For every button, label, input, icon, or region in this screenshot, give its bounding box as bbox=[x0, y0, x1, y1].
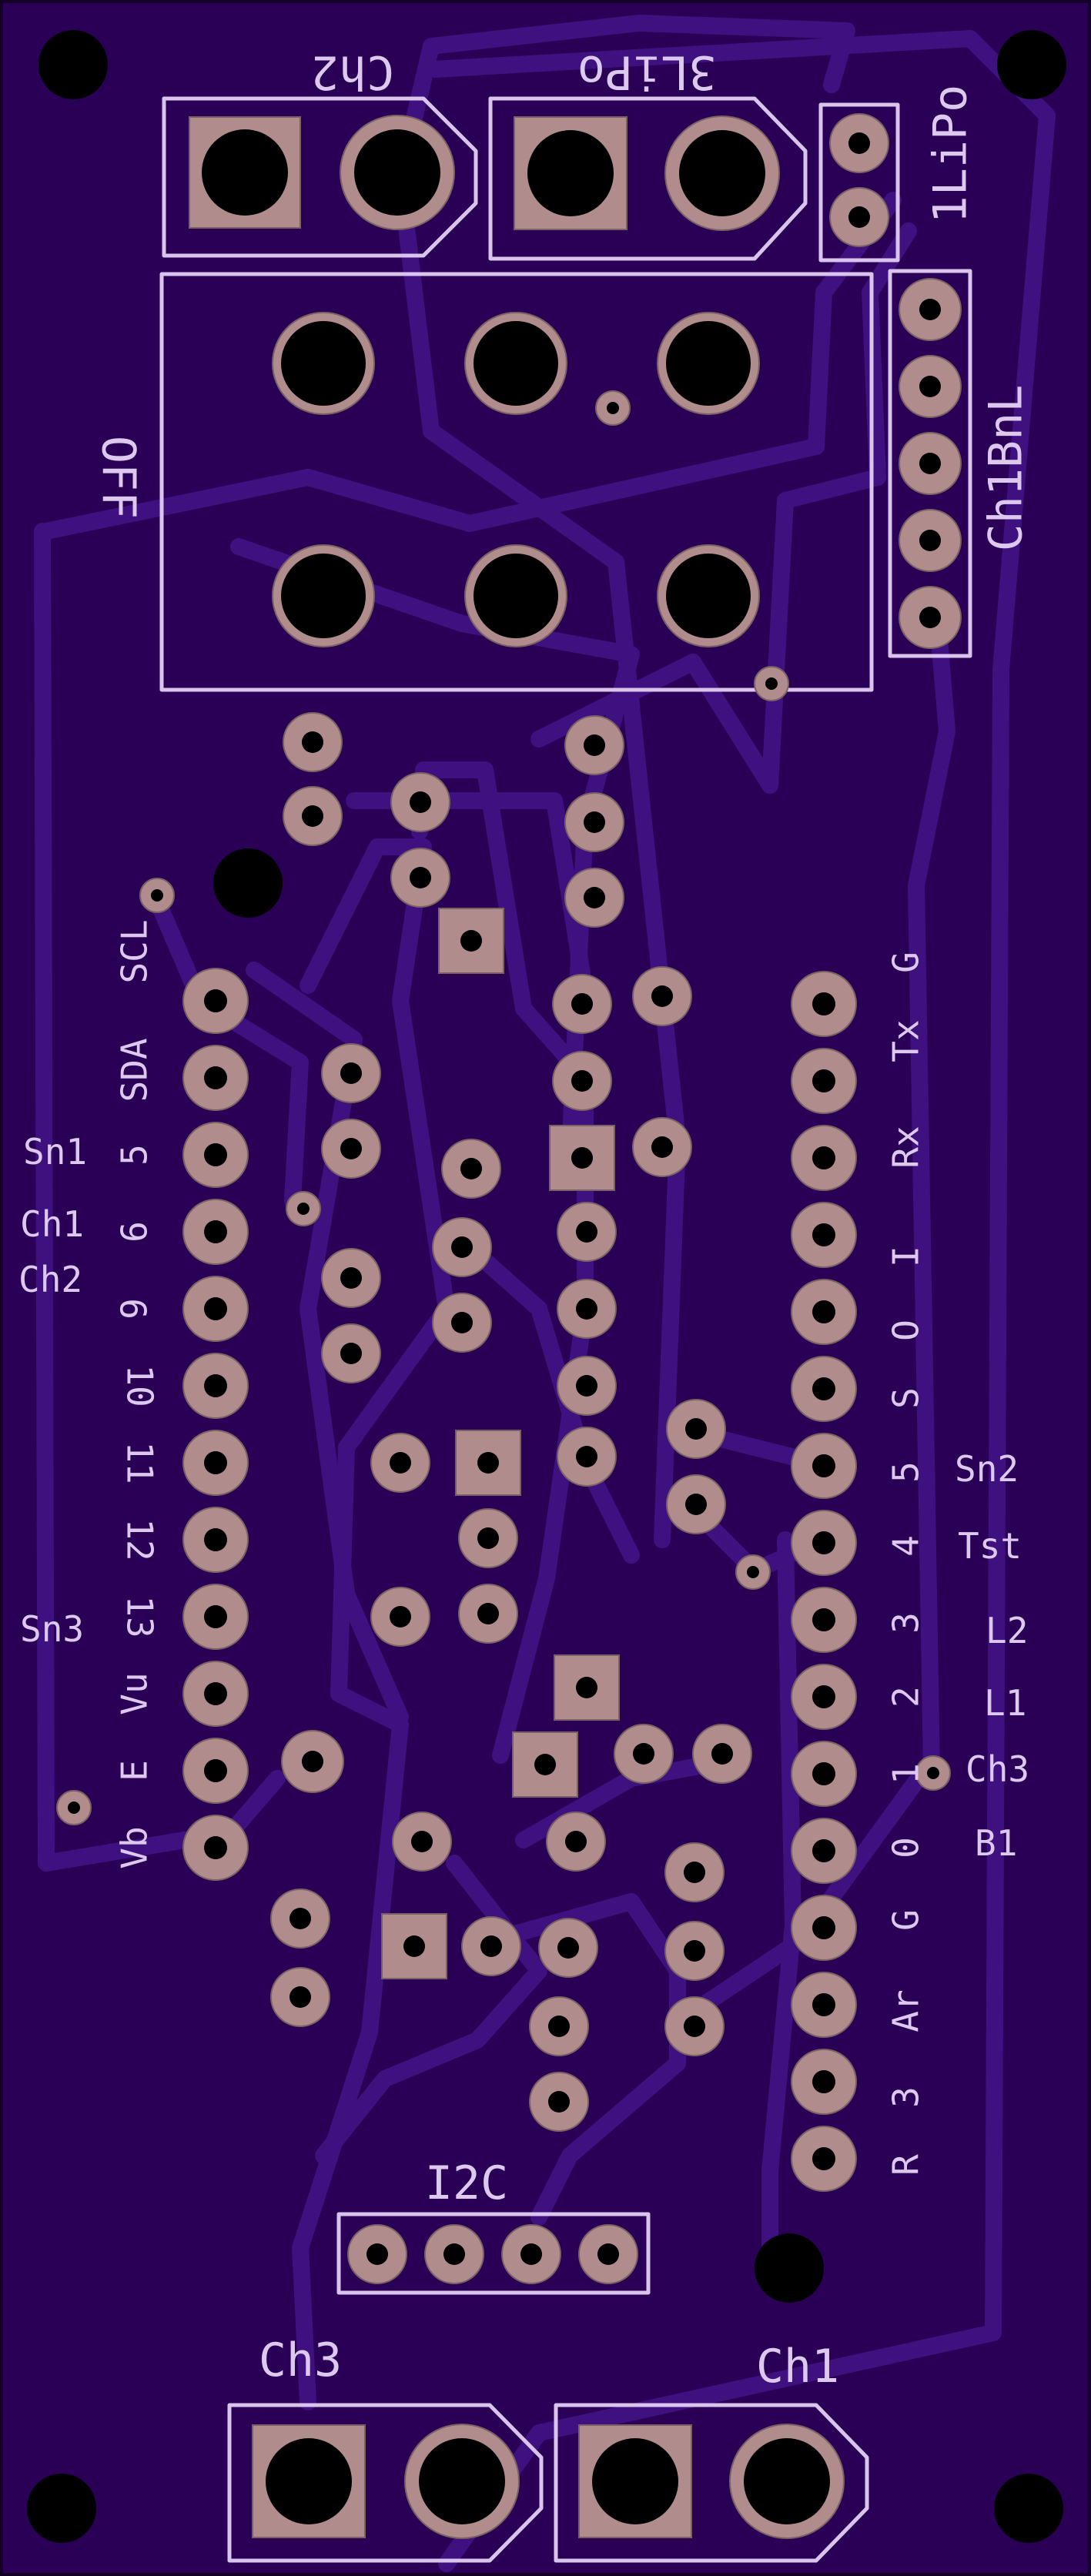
mounting-holes bbox=[27, 30, 1066, 2543]
label-r-right: R bbox=[885, 2154, 927, 2176]
label-o-right: O bbox=[885, 1320, 927, 1341]
ch2-connector bbox=[162, 96, 478, 258]
label-g-right: G bbox=[885, 952, 927, 973]
ch3-connector bbox=[227, 2403, 544, 2563]
label-e: E bbox=[114, 1760, 156, 1781]
label-ch1: Ch1 bbox=[756, 2340, 839, 2394]
label-ch2-side: Ch2 bbox=[18, 1259, 82, 1300]
silkscreen-labels: Ch2 3LiPo 1LiPo Ch1BnL OFF SCL SDA 5 6 9… bbox=[18, 45, 1033, 2394]
label-pin6-left: 6 bbox=[114, 1221, 156, 1243]
label-ar: Ar bbox=[885, 1989, 927, 2032]
three-lipo-connector bbox=[488, 96, 808, 261]
vias bbox=[56, 390, 951, 1825]
label-b1: B1 bbox=[975, 1822, 1017, 1864]
right-mcu-header bbox=[791, 971, 857, 2192]
label-rx: Rx bbox=[885, 1126, 927, 1168]
mounting-hole-bottom-right bbox=[994, 2474, 1063, 2543]
label-pin3-right: 3 bbox=[885, 1612, 927, 1634]
label-pin1-right: 1 bbox=[885, 1763, 927, 1785]
label-l1: L1 bbox=[984, 1682, 1026, 1724]
label-sn3: Sn3 bbox=[20, 1608, 84, 1650]
left-mcu-header bbox=[182, 968, 249, 1881]
power-switch bbox=[159, 272, 874, 692]
label-one-lipo: 1LiPo bbox=[924, 85, 978, 224]
label-ch1-side: Ch1 bbox=[20, 1203, 84, 1245]
label-ch1-bnl: Ch1BnL bbox=[979, 385, 1033, 552]
mounting-hole-mid-left bbox=[213, 848, 283, 918]
label-pin9-left: 9 bbox=[114, 1298, 156, 1320]
label-i2c: I2C bbox=[425, 2156, 508, 2210]
label-pin4-right: 4 bbox=[885, 1535, 927, 1557]
label-ch3-side: Ch3 bbox=[966, 1748, 1029, 1790]
mounting-hole-top-left bbox=[38, 30, 108, 99]
label-off: OFF bbox=[91, 436, 145, 519]
label-sda: SDA bbox=[114, 1038, 156, 1102]
label-ch3: Ch3 bbox=[259, 2333, 342, 2387]
label-pin2-right: 2 bbox=[885, 1686, 927, 1708]
mounting-hole-mid-right bbox=[755, 2233, 824, 2303]
label-i-right: I bbox=[885, 1246, 927, 1267]
one-lipo-header bbox=[818, 102, 900, 263]
label-vu: Vu bbox=[114, 1672, 156, 1715]
label-l2: L2 bbox=[986, 1610, 1028, 1651]
label-three-lipo: 3LiPo bbox=[577, 45, 717, 99]
label-ch2: Ch2 bbox=[311, 45, 394, 99]
label-tx: Tx bbox=[885, 1019, 927, 1062]
ch1-connector bbox=[554, 2403, 869, 2563]
label-pin0-right: 0 bbox=[885, 1837, 927, 1858]
label-sn2: Sn2 bbox=[955, 1448, 1019, 1490]
label-scl: SCL bbox=[114, 919, 156, 983]
component-pads bbox=[270, 712, 752, 2132]
mounting-hole-top-right bbox=[997, 30, 1066, 99]
label-pin11-left: 11 bbox=[119, 1441, 161, 1484]
label-g2-right: G bbox=[885, 1909, 927, 1931]
mounting-hole-bottom-left bbox=[27, 2474, 96, 2543]
label-s-right: S bbox=[885, 1387, 927, 1409]
label-pin13-left: 13 bbox=[119, 1595, 161, 1638]
label-pin10-left: 10 bbox=[119, 1364, 161, 1407]
label-tst: Tst bbox=[958, 1525, 1022, 1567]
label-pin12-left: 12 bbox=[119, 1518, 161, 1561]
label-pin5-right: 5 bbox=[885, 1461, 927, 1483]
label-vb: Vb bbox=[114, 1826, 156, 1868]
ch1bnl-header bbox=[888, 269, 972, 658]
label-pin5-left: 5 bbox=[114, 1144, 156, 1166]
label-pin3b-right: 3 bbox=[885, 2086, 927, 2108]
i2c-header bbox=[336, 2212, 651, 2295]
label-sn1: Sn1 bbox=[23, 1131, 87, 1173]
